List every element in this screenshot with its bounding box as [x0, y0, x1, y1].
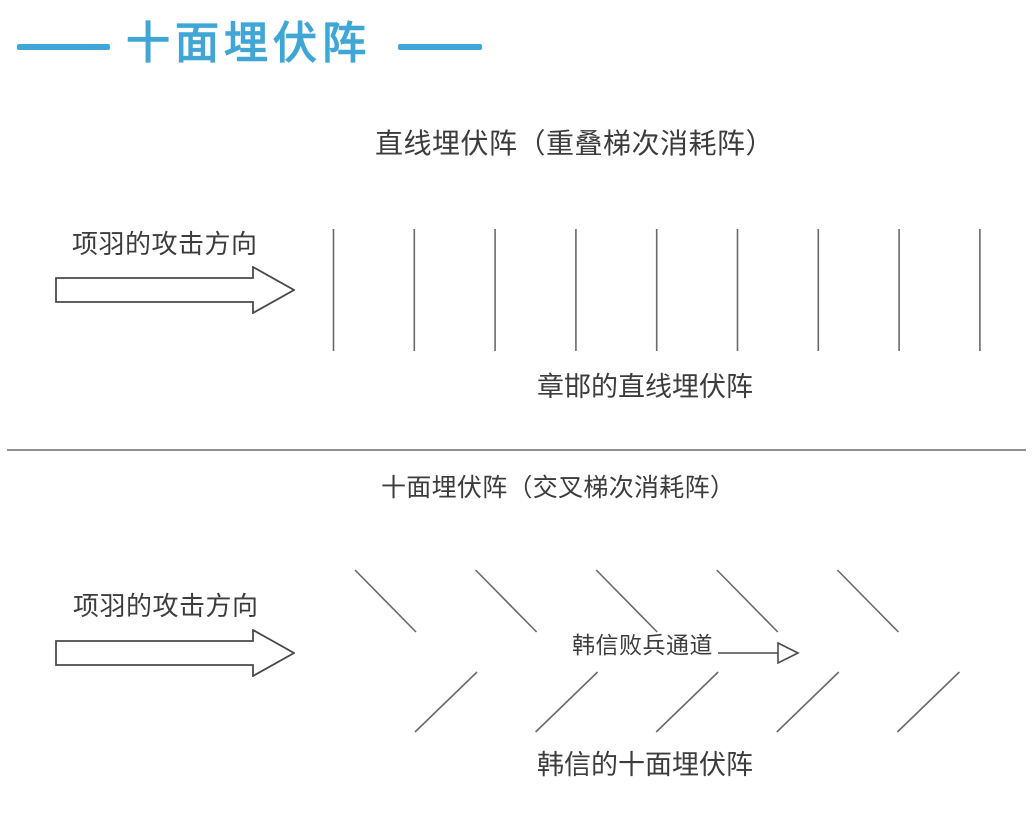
diagram1-heading: 直线埋伏阵（重叠梯次消耗阵）: [375, 129, 775, 160]
attack-arrow-icon: [55, 266, 295, 314]
diagram2-caption: 韩信的十面埋伏阵: [537, 750, 753, 780]
section-divider: [7, 449, 1026, 451]
attack-arrow-icon: [55, 629, 295, 677]
title-left-dash: [17, 44, 110, 50]
diagram1-caption: 章邯的直线埋伏阵: [537, 372, 753, 402]
diagram2-attack-direction-label: 项羽的攻击方向: [73, 592, 259, 621]
retreat-channel-label: 韩信败兵通道: [572, 633, 713, 658]
page-title: 十面埋伏阵: [126, 19, 371, 68]
title-right-dash: [398, 44, 482, 50]
diagram2-heading: 十面埋伏阵（交叉梯次消耗阵）: [381, 475, 736, 502]
vertical-ambush-lines: [332, 229, 981, 351]
retreat-channel-arrow-icon: [718, 641, 800, 665]
diagram1-attack-direction-label: 项羽的攻击方向: [72, 230, 258, 259]
